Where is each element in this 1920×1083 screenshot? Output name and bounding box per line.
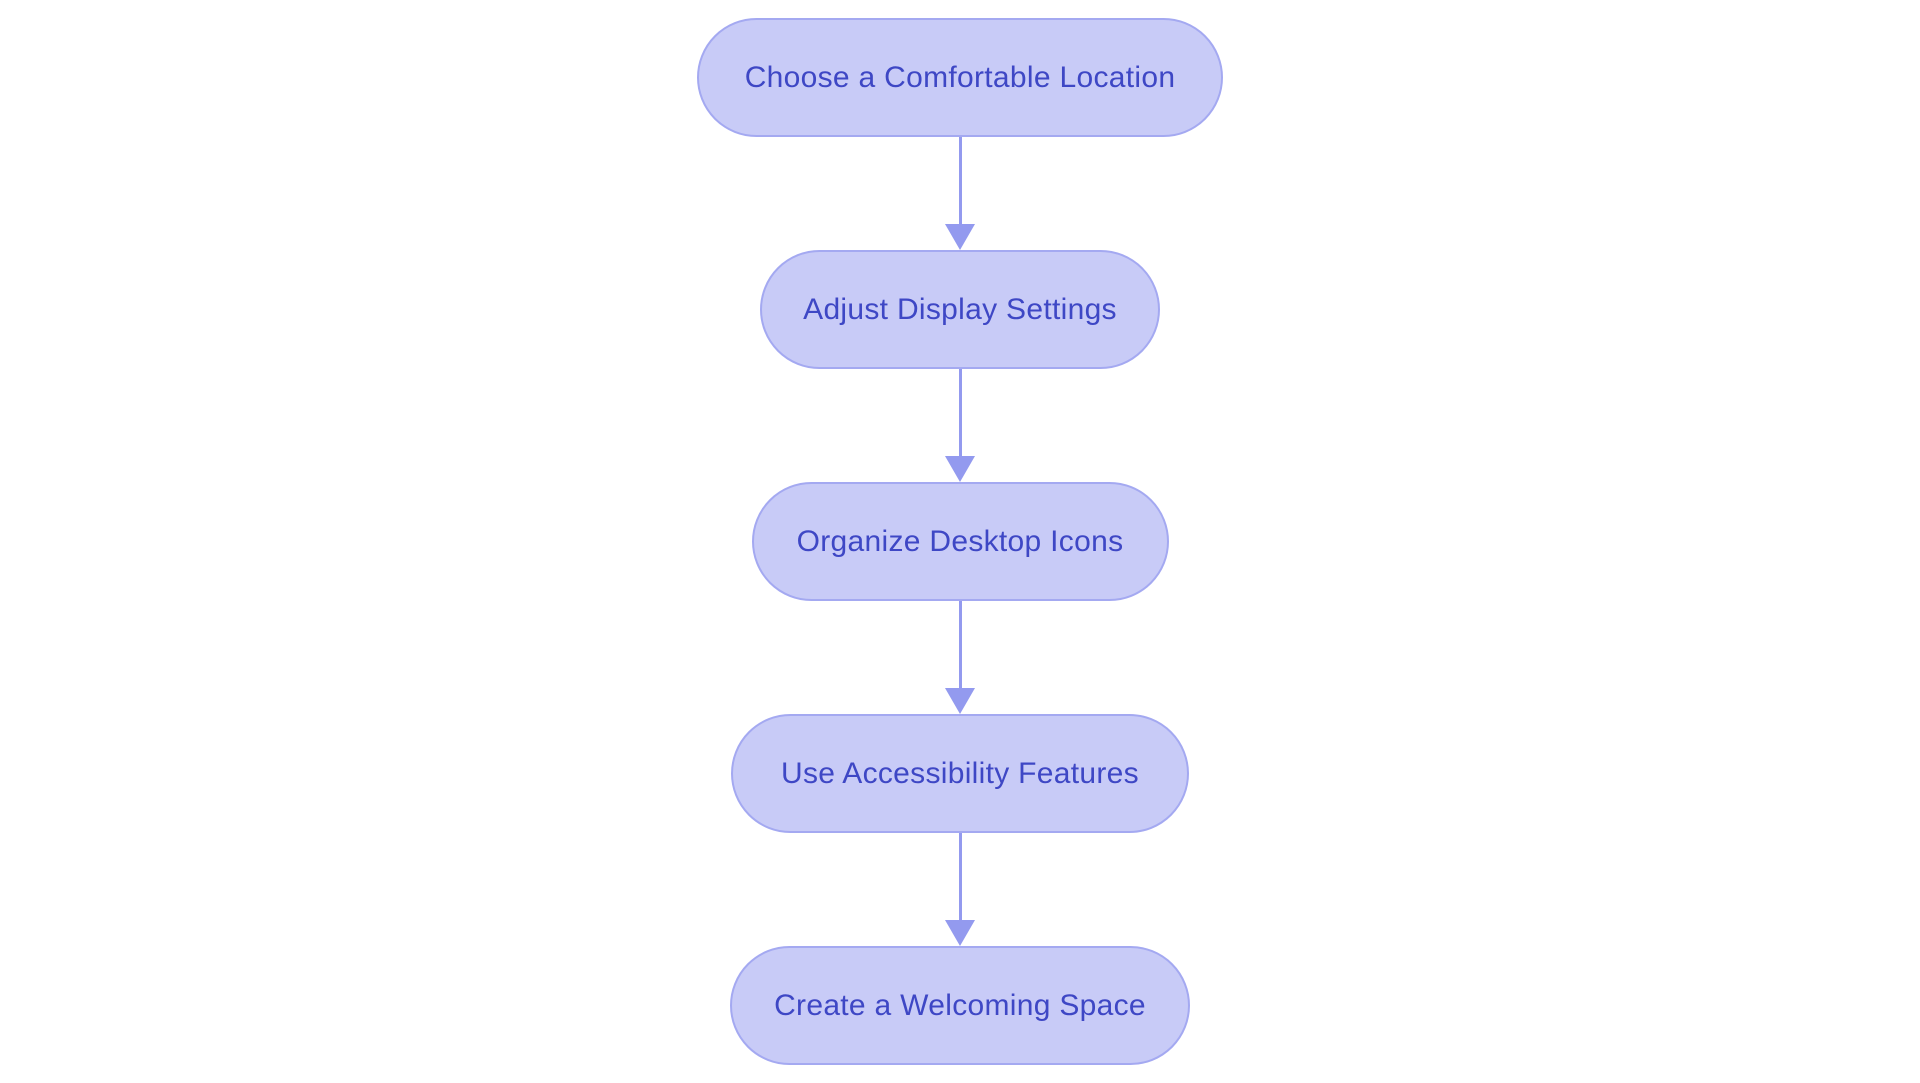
flow-node-label: Choose a Comfortable Location: [744, 60, 1176, 94]
connector-line: [958, 369, 962, 456]
connector-line: [958, 601, 962, 688]
flow-node-label: Use Accessibility Features: [781, 756, 1139, 790]
connector-line: [958, 137, 962, 224]
arrowhead-down-icon: [945, 224, 975, 250]
flow-node-label: Create a Welcoming Space: [774, 988, 1146, 1022]
flow-arrow-2-3: [945, 369, 975, 482]
flow-node-organize-desktop-icons: Organize Desktop Icons: [751, 482, 1169, 601]
arrowhead-down-icon: [945, 456, 975, 482]
flow-arrow-3-4: [945, 601, 975, 714]
flow-node-create-welcoming-space: Create a Welcoming Space: [730, 946, 1190, 1065]
connector-line: [958, 833, 962, 920]
arrowhead-down-icon: [945, 920, 975, 946]
flow-node-choose-comfortable-location: Choose a Comfortable Location: [697, 18, 1223, 137]
flow-arrow-1-2: [945, 137, 975, 250]
flow-node-use-accessibility-features: Use Accessibility Features: [731, 714, 1189, 833]
flow-arrow-4-5: [945, 833, 975, 946]
flow-node-label: Adjust Display Settings: [803, 292, 1117, 326]
flow-node-label: Organize Desktop Icons: [796, 524, 1124, 558]
arrowhead-down-icon: [945, 688, 975, 714]
flow-node-adjust-display-settings: Adjust Display Settings: [760, 250, 1160, 369]
